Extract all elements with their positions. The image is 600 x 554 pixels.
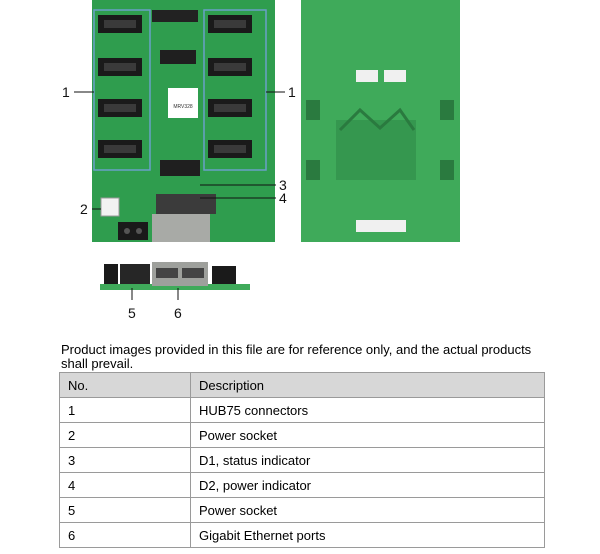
row-number: 3 [59, 447, 191, 473]
callout-1-left: 1 [62, 84, 70, 100]
callout-box-left [93, 9, 151, 171]
row-description: Power socket [190, 497, 545, 523]
callout-5: 5 [128, 305, 136, 321]
row-description: HUB75 connectors [190, 397, 545, 423]
callout-3: 3 [279, 177, 287, 193]
reference-note: Product images provided in this file are… [61, 342, 532, 371]
row-description: D2, power indicator [190, 472, 545, 498]
callout-1-right: 1 [288, 84, 296, 100]
column-header-description: Description [190, 372, 545, 398]
row-description: D1, status indicator [190, 447, 545, 473]
terminal-block [118, 222, 148, 240]
table-header-row: No. Description [59, 372, 545, 398]
table-row: 3 D1, status indicator [59, 447, 545, 473]
column-header-no: No. [59, 372, 191, 398]
ethernet-ports-front [152, 214, 210, 242]
row-description: Power socket [190, 422, 545, 448]
row-number: 2 [59, 422, 191, 448]
power-socket-white [100, 197, 120, 217]
chip-label: MRV328 [173, 104, 193, 110]
row-number: 5 [59, 497, 191, 523]
row-number: 4 [59, 472, 191, 498]
main-chip-sticker [168, 88, 198, 118]
row-description: Gigabit Ethernet ports [190, 522, 545, 548]
table-row: 2 Power socket [59, 422, 545, 448]
table-row: 4 D2, power indicator [59, 472, 545, 498]
callout-2: 2 [80, 201, 88, 217]
hub75-connectors-left [98, 15, 142, 158]
table-row: 5 Power socket [59, 497, 545, 523]
front-board-image: MRV328 [92, 0, 275, 242]
table-row: 6 Gigabit Ethernet ports [59, 522, 545, 548]
row-number: 6 [59, 522, 191, 548]
callout-lines [74, 91, 285, 300]
hub75-connectors-right [208, 15, 252, 158]
back-board-image [301, 0, 460, 242]
table-row: 1 HUB75 connectors [59, 397, 545, 423]
product-figure: MRV328 [62, 0, 460, 321]
row-number: 1 [59, 397, 191, 423]
callout-4: 4 [279, 190, 287, 206]
callout-box-right [203, 9, 267, 171]
component-table: No. Description 1 HUB75 connectors 2 Pow… [59, 372, 545, 548]
side-view-image [100, 262, 250, 290]
callout-6: 6 [174, 305, 182, 321]
